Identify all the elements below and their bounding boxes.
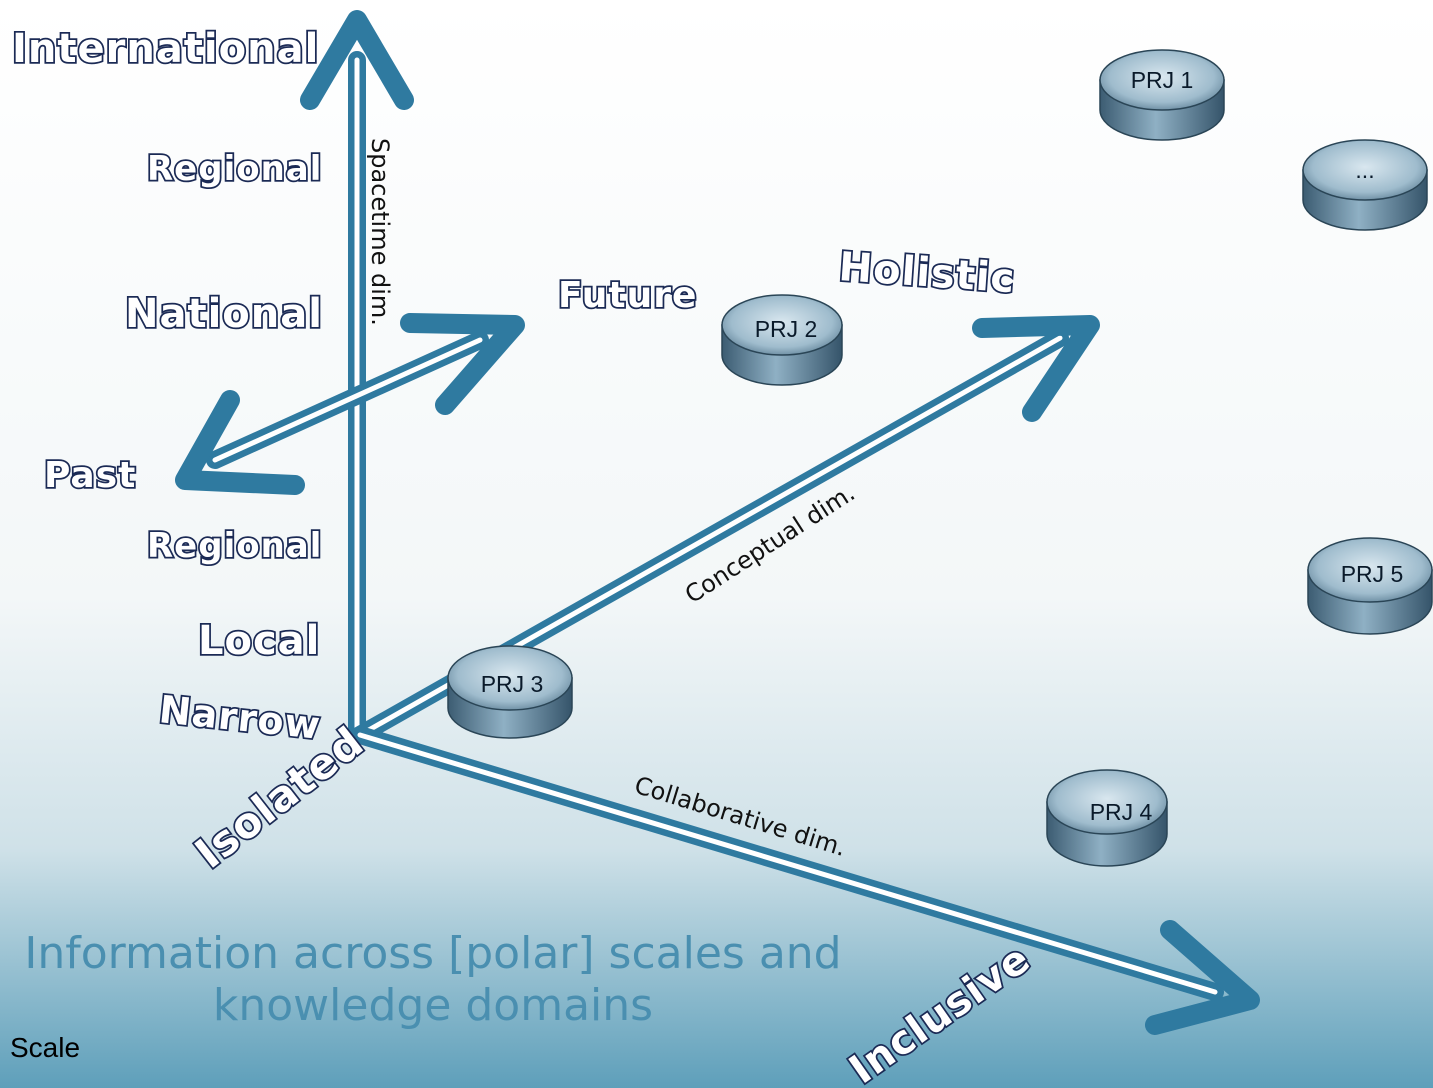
project-puck-3[interactable]: PRJ 3 bbox=[447, 645, 573, 739]
label-international: International bbox=[12, 26, 319, 72]
project-puck-label: PRJ 2 bbox=[755, 316, 818, 342]
project-puck-1[interactable]: PRJ 1 bbox=[1099, 49, 1225, 141]
project-puck-label: PRJ 3 bbox=[481, 671, 544, 697]
label-regional-bottom: Regional bbox=[147, 526, 322, 566]
label-local: Local bbox=[198, 618, 320, 664]
project-puck-5[interactable]: PRJ 5 bbox=[1307, 537, 1433, 635]
label-holistic: Holistic bbox=[837, 244, 1017, 302]
spacetime-dim-label: Spacetime dim. bbox=[366, 138, 394, 326]
project-puck-4[interactable]: PRJ 4 bbox=[1046, 769, 1168, 867]
label-national: National bbox=[125, 291, 323, 337]
caption-line-1: Information across [polar] scales and bbox=[24, 928, 842, 979]
caption: Information across [polar] scales and kn… bbox=[0, 928, 866, 1032]
label-past: Past bbox=[44, 455, 136, 496]
project-puck-label: ... bbox=[1355, 157, 1374, 183]
label-narrow: Narrow bbox=[157, 687, 323, 748]
project-puck-2[interactable]: PRJ 2 bbox=[721, 294, 843, 386]
caption-line-2: knowledge domains bbox=[212, 980, 654, 1031]
collaborative-axis bbox=[351, 726, 1260, 1035]
label-inclusive: Inclusive bbox=[841, 936, 1039, 1088]
time-axis bbox=[175, 313, 525, 495]
project-puck-label: PRJ 5 bbox=[1341, 561, 1404, 587]
project-puck-label: PRJ 4 bbox=[1090, 799, 1153, 825]
project-puck-label: PRJ 1 bbox=[1131, 67, 1194, 93]
label-future: Future bbox=[558, 275, 697, 316]
scale-footer: Scale bbox=[10, 1032, 81, 1063]
label-regional-top: Regional bbox=[147, 149, 322, 189]
project-puck-more[interactable]: ... bbox=[1302, 139, 1428, 231]
